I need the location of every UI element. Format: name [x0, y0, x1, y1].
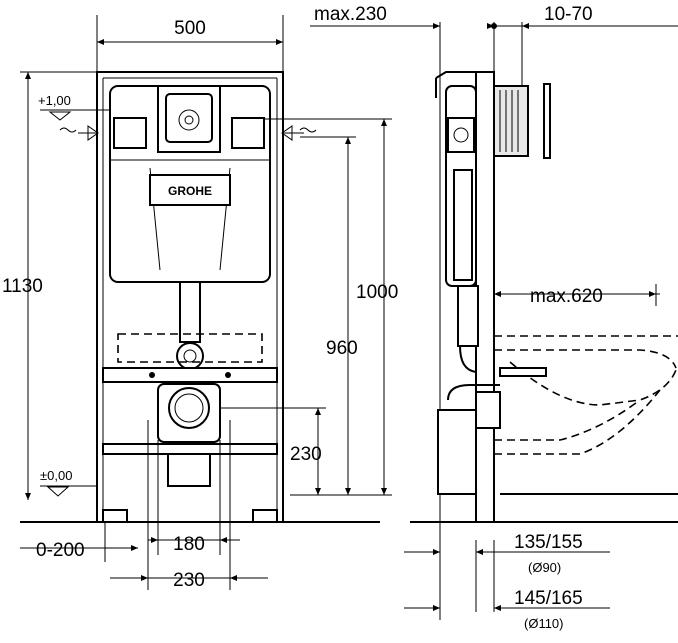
bowl-outline-dashed	[117, 333, 263, 363]
front-view: GROHE 500	[2, 15, 398, 591]
frame-foot-right	[252, 509, 278, 523]
dim-height-960: 960	[326, 338, 358, 359]
dim-spacing-230: 230	[173, 570, 205, 591]
dim-pipe-135-155: 135/155	[514, 532, 583, 553]
cross-bar	[102, 367, 278, 383]
dim-height-1000: 1000	[356, 282, 398, 303]
dim-width-500: 500	[174, 18, 206, 39]
dim-max-230: max.230	[314, 4, 387, 25]
brand-logo-text: GROHE	[168, 184, 212, 198]
frame-foot-left	[102, 509, 128, 523]
dim-offset-0-200: 0-200	[36, 540, 85, 561]
dim-10-70: 10-70	[544, 4, 593, 25]
dim-height-1130: 1130	[2, 276, 43, 297]
level-plus-1: +1,00	[38, 93, 71, 108]
side-view: max.230 10-70 max.620 135/155 (Ø90) 145/…	[310, 4, 678, 631]
brand-logo	[149, 174, 231, 206]
side-button-plate	[543, 83, 551, 159]
dim-max-620: max.620	[530, 286, 603, 307]
flush-pipe	[179, 281, 201, 343]
flush-elbow	[176, 342, 204, 370]
dim-pipe-145-165: 145/165	[514, 588, 583, 609]
dim-height-230: 230	[290, 444, 322, 465]
side-flush-plate	[493, 85, 529, 157]
dim-diameter-110: (Ø110)	[524, 616, 564, 631]
side-drain-pipe	[437, 409, 477, 495]
dim-diameter-90: (Ø90)	[528, 560, 561, 575]
frame-outer	[96, 71, 284, 523]
level-zero: ±0,00	[40, 468, 72, 483]
dim-spacing-180: 180	[173, 534, 205, 555]
